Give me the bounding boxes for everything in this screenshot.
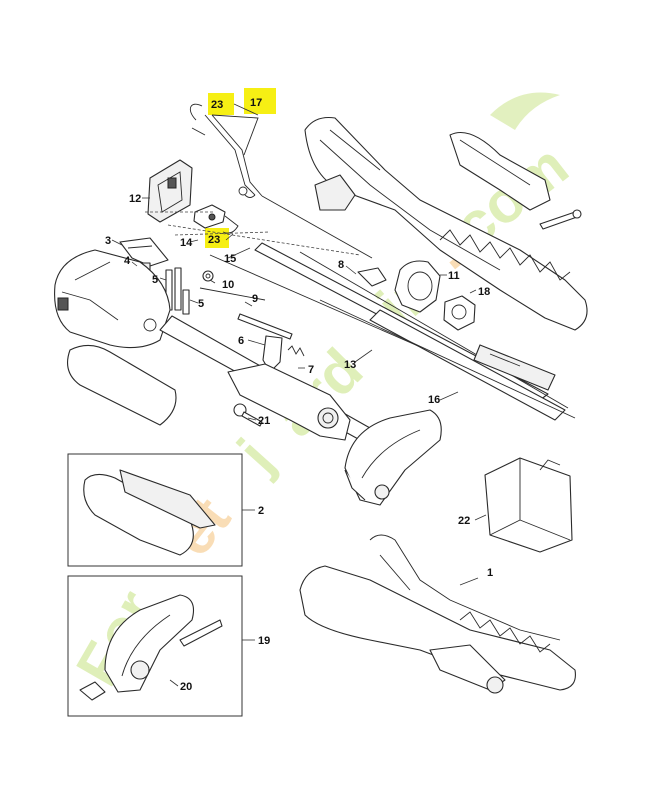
part-23-clip-ring xyxy=(189,103,203,121)
label-2: 2 xyxy=(258,505,264,517)
loop-handle xyxy=(344,409,442,506)
leader-10 xyxy=(209,279,216,284)
label-15: 15 xyxy=(224,253,236,265)
leader-13 xyxy=(354,349,373,363)
label-1: 1 xyxy=(487,567,493,579)
label-5a: 5 xyxy=(152,274,158,286)
leader-21 xyxy=(247,417,257,421)
dashed-line-b xyxy=(174,231,271,236)
label-16: 16 xyxy=(428,394,440,406)
shaft-housing-upper xyxy=(304,116,588,331)
part-16-label-strip xyxy=(473,344,556,391)
part-8-clip xyxy=(357,267,387,287)
label-14: 14 xyxy=(180,237,193,249)
part-16-tube xyxy=(319,299,576,421)
part-6-trigger xyxy=(262,335,283,373)
leader-14 xyxy=(189,239,199,243)
label-9: 9 xyxy=(252,293,258,305)
part-20-knob xyxy=(79,681,106,701)
leader-22 xyxy=(474,514,487,521)
label-13: 13 xyxy=(344,359,356,371)
part-3-lever xyxy=(119,237,169,267)
part-9-rod xyxy=(237,313,293,340)
label-22: 22 xyxy=(458,515,470,527)
part-23-connector xyxy=(193,204,239,234)
part-18-nut xyxy=(443,295,476,331)
leader-6 xyxy=(247,339,266,346)
part-22-gear-cover xyxy=(484,457,573,553)
inset-box-19 xyxy=(67,575,243,717)
label-6: 6 xyxy=(238,335,244,347)
highlight-23-top xyxy=(208,93,234,115)
label-5b: 5 xyxy=(198,298,204,310)
leader-18 xyxy=(469,289,477,294)
label-4: 4 xyxy=(124,255,131,267)
highlight-23-mid xyxy=(205,228,229,248)
leader-5a xyxy=(159,277,167,281)
handle-tube-main xyxy=(159,315,371,441)
leader-17 xyxy=(233,103,259,116)
leader-15 xyxy=(227,247,251,259)
dashed-line-a xyxy=(167,224,361,256)
part-10-nut xyxy=(202,270,214,282)
part-12-switch-housing xyxy=(147,159,193,223)
label-11: 11 xyxy=(448,270,460,282)
leader-3 xyxy=(111,239,123,246)
part-screw-top-right xyxy=(539,209,582,230)
part-22-top-cover xyxy=(449,131,551,211)
part-2-grip-assembly xyxy=(83,469,216,556)
part-16-line xyxy=(299,251,569,409)
highlight-17 xyxy=(244,88,276,114)
label-10: 10 xyxy=(222,279,234,291)
leader-4 xyxy=(131,261,138,267)
label-20: 20 xyxy=(180,681,192,693)
part-19-loop-handle-kit xyxy=(79,594,223,701)
label-12: 12 xyxy=(129,193,141,205)
label-7: 7 xyxy=(308,364,314,376)
label-18: 18 xyxy=(478,286,490,298)
part-1-complete-housing xyxy=(299,534,576,694)
watermark-leaf-shape xyxy=(490,92,560,130)
label-3: 3 xyxy=(105,235,111,247)
label-17: 17 xyxy=(250,97,262,109)
part-7-spring xyxy=(287,345,305,357)
leader-23b xyxy=(225,233,234,241)
leader-20 xyxy=(169,679,179,687)
part-10-line xyxy=(199,287,266,301)
label-23-top: 23 xyxy=(211,99,223,111)
part-17-control-cable xyxy=(189,103,373,259)
label-21: 21 xyxy=(258,415,270,427)
part-11-housing xyxy=(394,260,441,313)
label-19: 19 xyxy=(258,635,270,647)
leader-9 xyxy=(244,301,253,307)
leader-16 xyxy=(439,391,459,401)
label-23-mid: 23 xyxy=(208,234,220,246)
leader-8 xyxy=(345,265,357,275)
leader-1 xyxy=(459,577,479,586)
watermark-part-3: j xyxy=(224,426,286,484)
leader-5b xyxy=(189,299,199,304)
callout-labels: 23 17 23 12 3 4 14 15 5 5 10 9 6 7 21 8 … xyxy=(105,97,493,693)
label-8: 8 xyxy=(338,259,344,271)
grip-sleeve xyxy=(67,344,177,426)
